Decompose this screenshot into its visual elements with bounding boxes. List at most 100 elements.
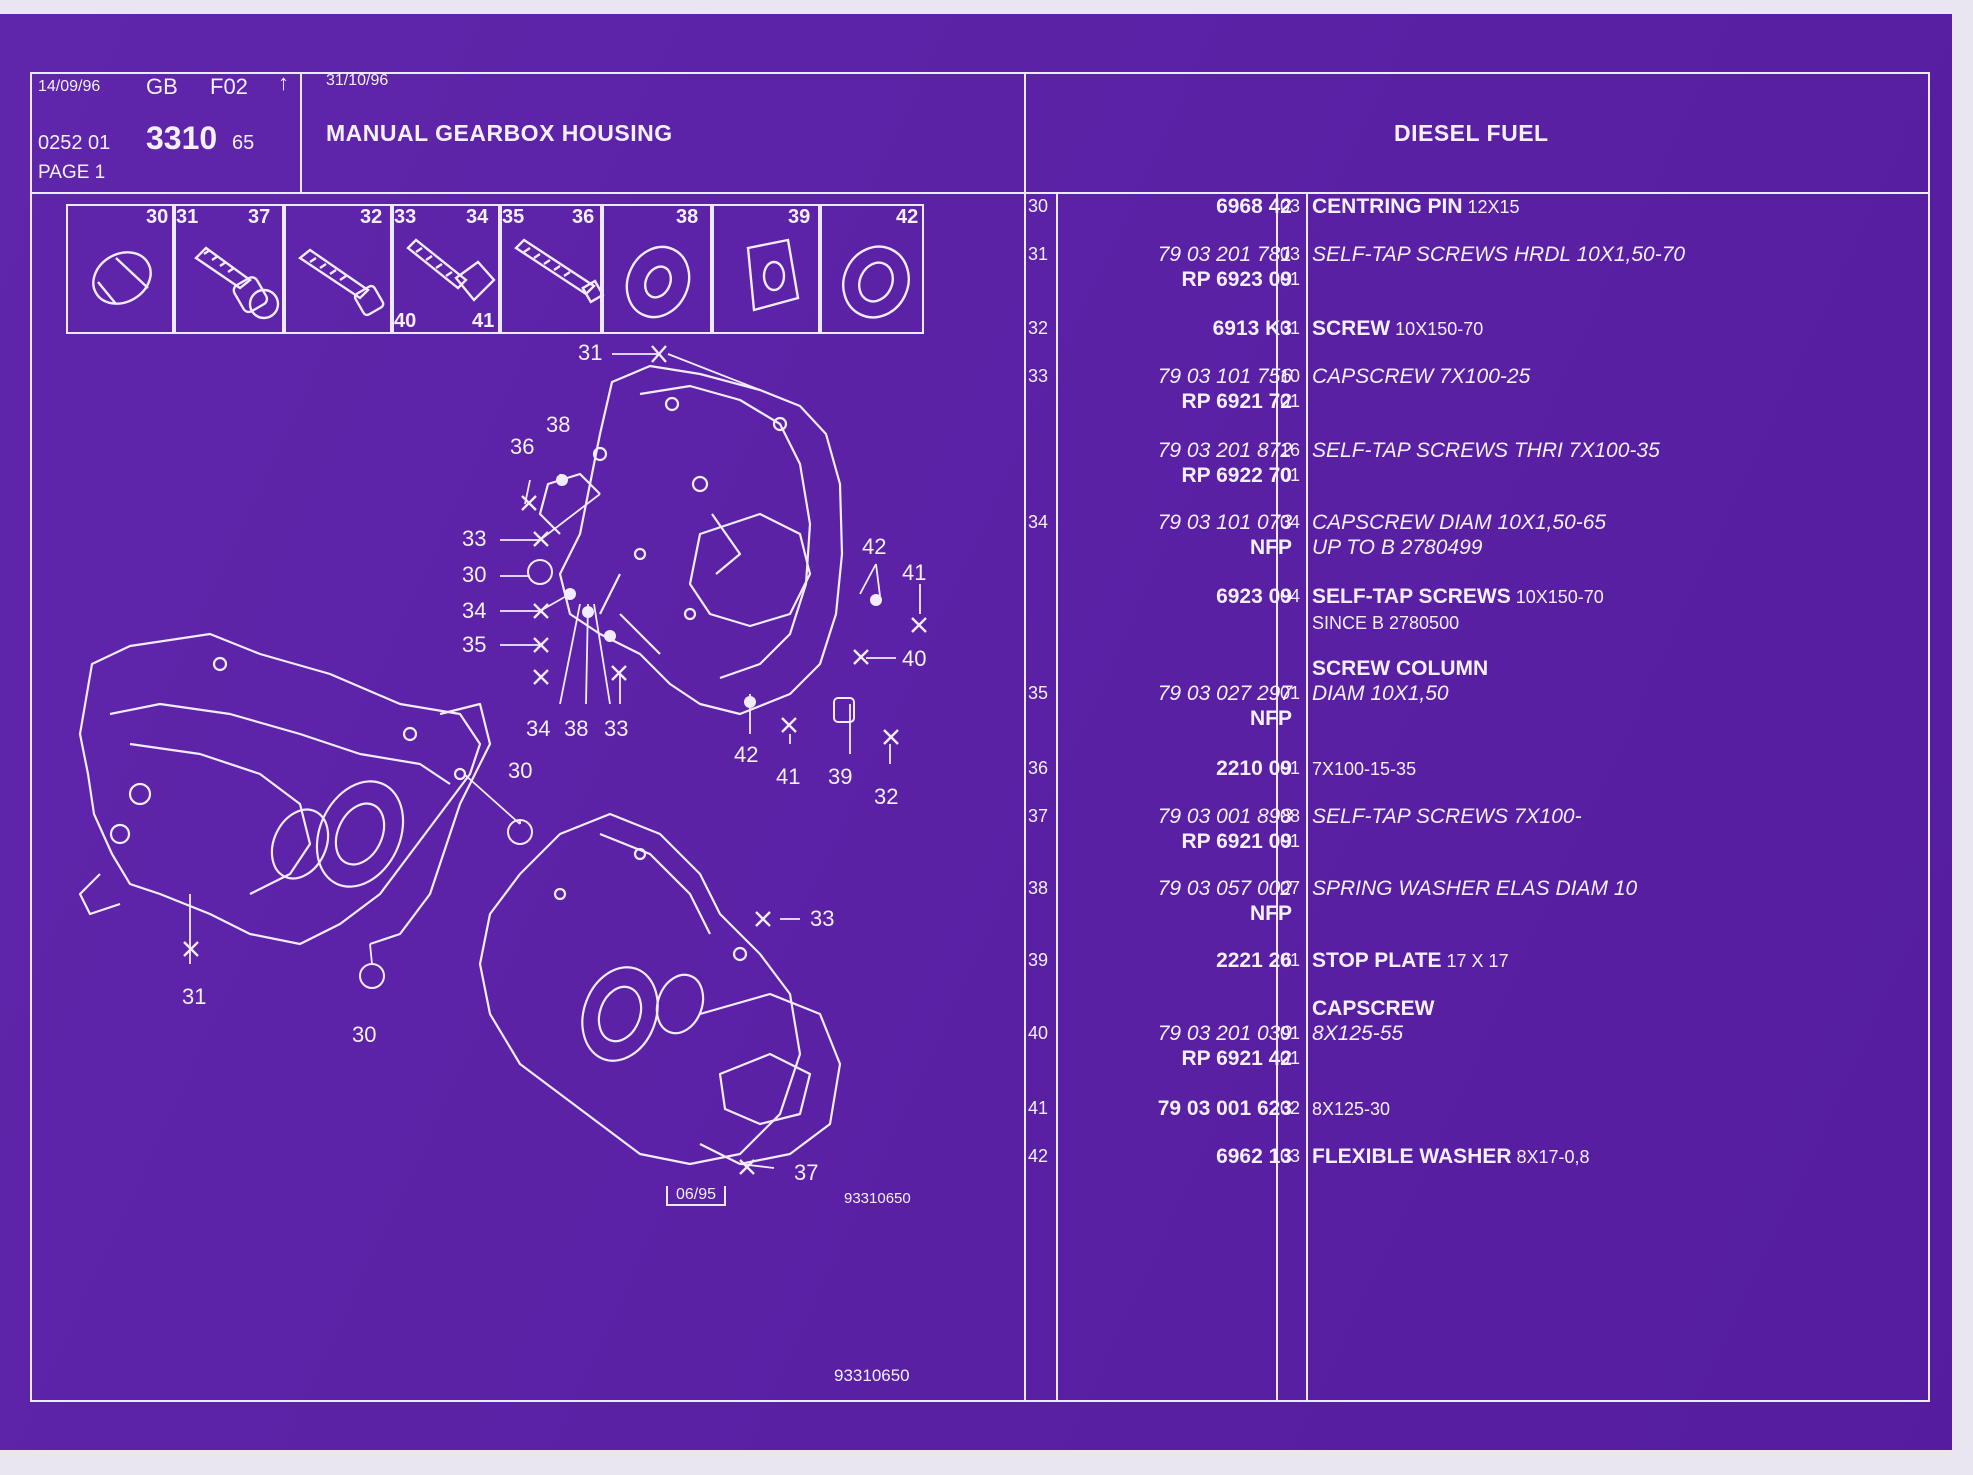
callout-number: 33	[462, 526, 487, 551]
callout-number: 34	[462, 598, 487, 623]
thumbnail-cell: 42	[820, 204, 924, 334]
part-description: SELF-TAP SCREWS 7X100-	[1312, 805, 1582, 828]
part-ref: 32	[1028, 318, 1049, 338]
thumbnail-ref-number: 34	[466, 206, 489, 228]
part-description: CENTRING PIN 12X15	[1312, 195, 1520, 218]
part-ref: 31	[1028, 244, 1049, 264]
drawing-ref: 93310650	[844, 1190, 911, 1207]
callout-number: 37	[794, 1160, 819, 1185]
thumbnail-cell: 32	[284, 204, 392, 334]
part-qty: 07	[1280, 878, 1301, 898]
callout-number: 35	[462, 632, 487, 657]
pin-icon	[92, 251, 152, 305]
main-col-divider	[1024, 72, 1026, 1402]
drawing-stamp: 06/95	[666, 1186, 727, 1206]
callout-number: 33	[810, 906, 835, 931]
thumbnail-ref-number: 31	[176, 206, 199, 228]
part-ref: 36	[1028, 758, 1049, 778]
callout-number: 39	[828, 764, 853, 789]
ref-prefix: 0252 01	[38, 132, 111, 154]
callout-number: 40	[902, 646, 927, 671]
part-description: CAPSCREW 7X100-25	[1312, 365, 1531, 388]
callout-number: 32	[874, 784, 899, 809]
callout-number: 41	[776, 764, 801, 789]
pn-col-divider	[1276, 192, 1278, 1402]
callout-number: 30	[352, 1022, 377, 1047]
part-qty: 04	[1280, 586, 1301, 606]
part-qty: 03	[1280, 1146, 1301, 1166]
part-qty: 02	[1280, 1098, 1301, 1118]
part-qty: 04	[1280, 512, 1301, 532]
callout-number: 34	[526, 716, 551, 741]
callout-number: 38	[564, 716, 589, 741]
thumbnail-ref-number: 36	[572, 206, 595, 228]
callout-number: 30	[462, 562, 487, 587]
part-qty: 01	[1280, 683, 1301, 703]
thumbnail-cell: 35 36	[500, 204, 605, 334]
part-description: STOP PLATE 17 X 17	[1312, 949, 1509, 972]
thumbnail-cell: 30	[66, 204, 174, 334]
section-code: F02	[210, 74, 248, 99]
callout-number: 38	[546, 412, 571, 437]
part-ref: 35	[1028, 683, 1049, 703]
header-divider	[30, 192, 1930, 194]
stud-icon	[514, 238, 605, 304]
part-ref: 30	[1028, 196, 1049, 216]
callout-number: 33	[604, 716, 629, 741]
part-ref: 40	[1028, 1023, 1049, 1043]
thumbnail-ref-number: 38	[676, 206, 699, 228]
thumbnail-cell: 38	[602, 204, 712, 334]
capscrew-icon	[406, 238, 496, 302]
revision-date: 31/10/96	[326, 72, 389, 89]
thumbnail-ref-number: 39	[788, 206, 811, 228]
part-number: 6923 09	[1216, 585, 1292, 608]
thumbnail-ref-number: 30	[146, 206, 169, 228]
part-ref: 34	[1028, 512, 1049, 532]
blueprint-sheet: 14/09/96 GB F02 ↑ 0252 01 3310 65 PAGE 1…	[0, 14, 1952, 1450]
callout-number: 42	[734, 742, 759, 767]
part-description: 7X100-15-35	[1312, 759, 1417, 779]
part-qty: 01	[1280, 318, 1301, 338]
sheet-frame	[30, 72, 1930, 1402]
page-label: PAGE 1	[38, 162, 106, 183]
callout-number: 30	[508, 758, 533, 783]
part-number: 6962 13	[1216, 1145, 1292, 1168]
thumbnail-ref-number: 42	[896, 206, 919, 228]
spring-washer-icon	[625, 245, 691, 319]
thumbnail-ref-number: 35	[502, 206, 525, 228]
part-number: 6913 K3	[1212, 317, 1292, 340]
part-ref: 37	[1028, 806, 1049, 826]
part-number: 2210 09	[1216, 757, 1292, 780]
callout-number: 42	[862, 534, 887, 559]
up-arrow-icon: ↑	[278, 70, 289, 95]
header-col-divider	[300, 72, 302, 192]
exploded-gearbox-diagram	[78, 345, 927, 1175]
thumbnail-ref-number: 41	[472, 310, 495, 332]
callout-number: 31	[578, 340, 603, 365]
ref-col-divider	[1056, 192, 1058, 1402]
part-description: 8X125-30	[1312, 1099, 1391, 1119]
ref-main: 3310	[146, 120, 218, 156]
part-ref: 42	[1028, 1146, 1049, 1166]
callout-number: 36	[510, 434, 535, 459]
callout-number: 41	[902, 560, 927, 585]
part-description: SELF-TAP SCREWS HRDL 10X1,50-70	[1312, 243, 1686, 266]
thumbnail-ref-number: 33	[394, 206, 417, 228]
part-number: 2221 26	[1216, 949, 1292, 972]
